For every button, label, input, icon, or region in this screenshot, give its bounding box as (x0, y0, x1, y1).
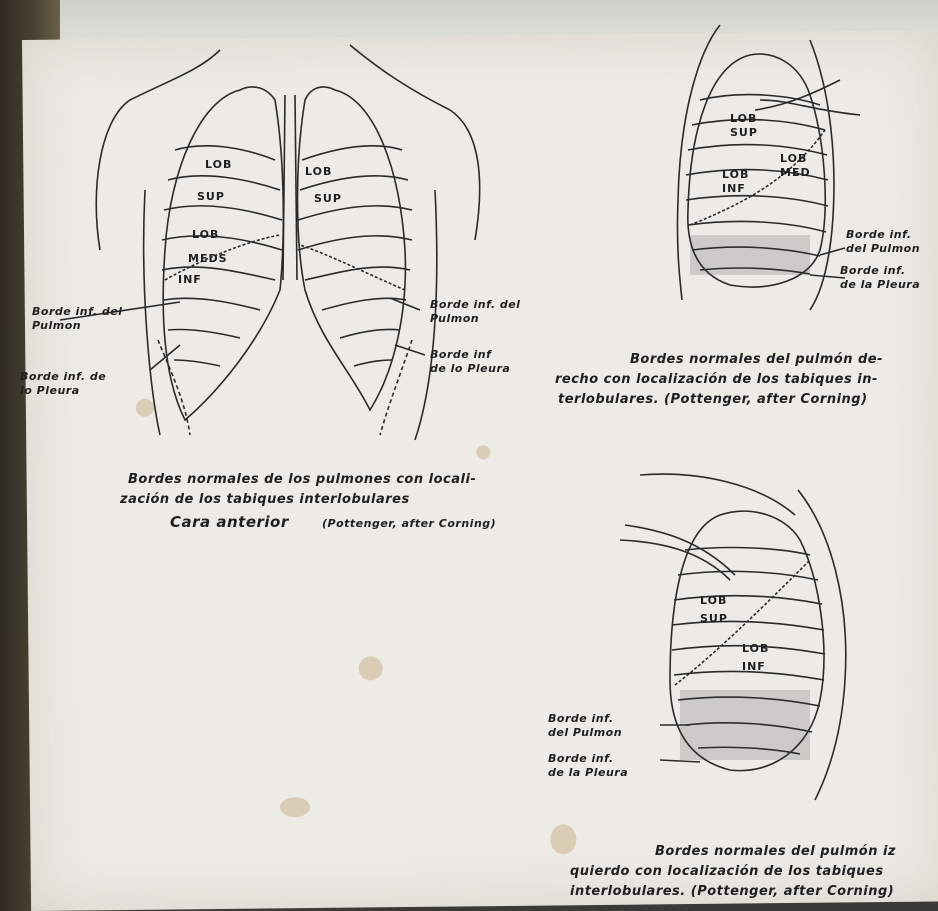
left-label-borde-pulmon: Borde inf. del Pulmon (548, 712, 622, 740)
stain (280, 797, 310, 817)
label-borde-pulmon-right: Borde inf. del Pulmon (32, 305, 122, 333)
label-borde-pulmon-left: Borde inf. del Pulmon (430, 298, 520, 326)
lobe-label-sup-right: SUP (197, 190, 225, 203)
lobe-label-inf-right: INF (178, 273, 202, 286)
caption-left-line3: interlobulares. (Pottenger, after Cornin… (570, 882, 894, 902)
lobe-label-sup-left: SUP (314, 192, 342, 205)
caption-left-line1: Bordes normales del pulmón iz (655, 842, 896, 862)
caption-anterior-line1: Bordes normales de los pulmones con loca… (128, 470, 476, 490)
right-lung-drawing (660, 20, 860, 320)
right-lobe-inf: LOB INF (722, 168, 749, 196)
lobe-label-lob2-right: LOB (192, 228, 219, 241)
caption-right-line1: Bordes normales del pulmón de- (630, 350, 883, 370)
anterior-thorax-drawing (90, 40, 490, 450)
lobe-label-lob-right: LOB (205, 158, 232, 171)
lobe-label-med-right: MEDS (188, 252, 228, 265)
left-lobe-inf: LOB INF (742, 640, 769, 676)
right-lobe-sup: LOB SUP (730, 112, 758, 140)
right-label-borde-pulmon: Borde inf. del Pulmon (846, 228, 920, 256)
stain (550, 824, 576, 854)
caption-anterior-credit: (Pottenger, after Corning) (322, 517, 496, 530)
left-lobe-sup: LOB SUP (700, 592, 728, 628)
stain (358, 656, 382, 680)
label-borde-pleura-right: Borde inf. de lo Pleura (20, 370, 106, 398)
right-label-borde-pleura: Borde inf. de la Pleura (840, 264, 920, 292)
lobe-label-lob-left: LOB (305, 165, 332, 178)
caption-left-line2: quierdo con localización de los tabiques (570, 862, 884, 882)
label-borde-pleura-left: Borde inf de lo Pleura (430, 348, 510, 376)
right-lobe-med: LOB MED (780, 152, 811, 180)
caption-right-line3: terlobulares. (Pottenger, after Corning) (558, 390, 868, 410)
caption-anterior-line3: Cara anterior (170, 513, 289, 531)
left-lung-drawing (620, 470, 860, 820)
caption-anterior-line2: zación de los tabiques interlobulares (120, 490, 410, 510)
left-label-borde-pleura: Borde inf. de la Pleura (548, 752, 628, 780)
caption-right-line2: recho con localización de los tabiques i… (555, 370, 878, 390)
